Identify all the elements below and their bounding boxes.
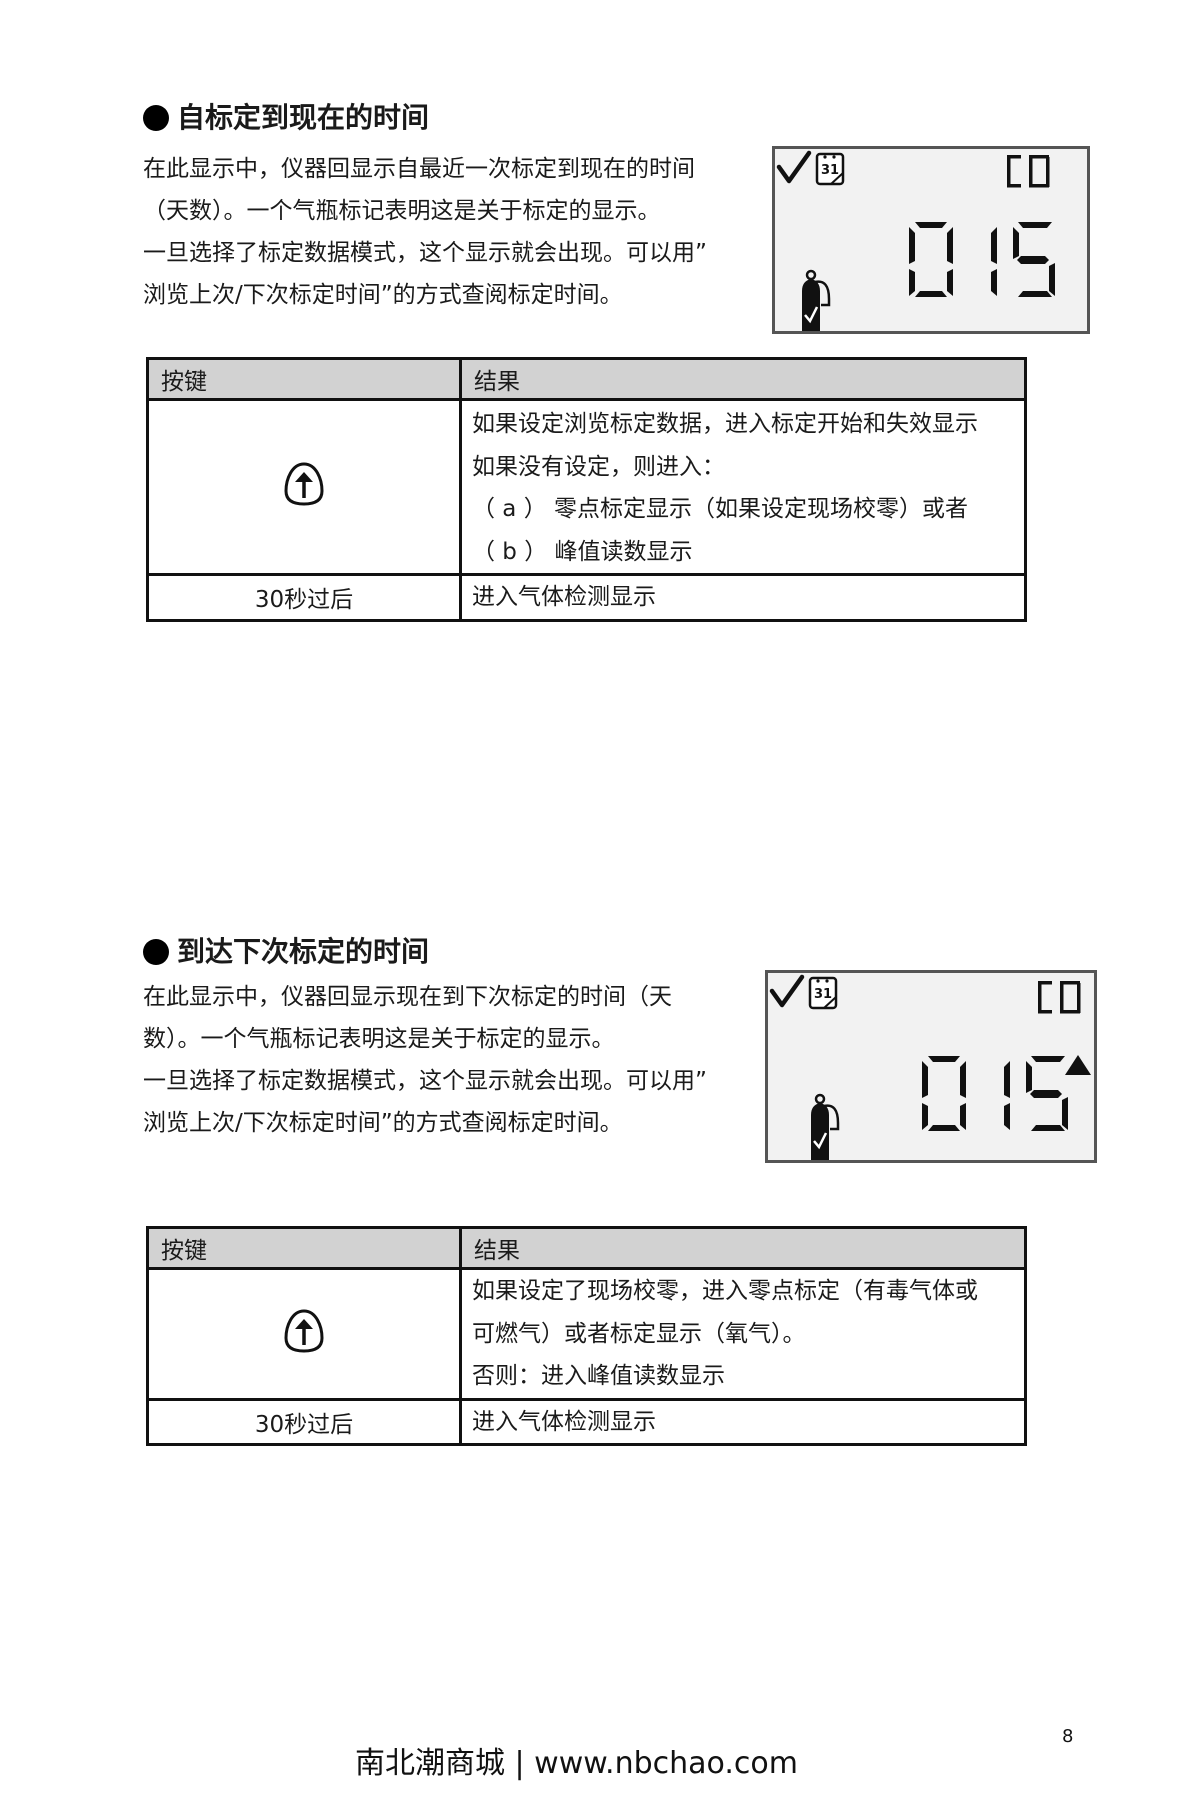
result-line: 进入气体检测显示 [472, 584, 656, 610]
result-line: 如果没有设定，则进入： [472, 453, 725, 480]
result-line: 否则：进入峰值读数显示 [472, 1363, 725, 1389]
up-arrow-key-icon [284, 462, 324, 506]
lcd-value-digits [909, 222, 1055, 297]
result-line: （ b ） 峰值读数显示 [472, 538, 693, 565]
up-arrow-key-cell [146, 1267, 462, 1401]
result-line: 可燃气）或者标定显示（氧气）。 [472, 1320, 806, 1347]
section2-body: 在此显示中，仪器回显示现在到下次标定的时间（天 数）。一个气瓶标记表明这是关于标… [143, 976, 707, 1144]
gas-label-co [1007, 155, 1050, 188]
section2-heading: 到达下次标定的时间 [143, 935, 429, 969]
section2-key-table: 按键 结果 如果设定了现场校零，进入零点标定（有毒气体或 可燃气）或者标定显示（… [146, 1226, 1027, 1446]
section1-body: 在此显示中，仪器回显示自最近一次标定到现在的时间 （天数）。一个气瓶标记表明这是… [143, 148, 707, 316]
section1-body-line: 一旦选择了标定数据模式，这个显示就会出现。可以用” [143, 240, 707, 266]
table-header-row: 按键 结果 [146, 357, 1027, 401]
lcd-graphics: 31 [776, 150, 1055, 331]
section1-body-line: （天数）。一个气瓶标记表明这是关于标定的显示。 [143, 198, 661, 224]
result-cell: 进入气体检测显示 [459, 1397, 1027, 1446]
table-header-row: 按键 结果 [146, 1226, 1027, 1270]
bullet-icon [143, 939, 169, 965]
gas-cylinder-check-icon [811, 1093, 840, 1160]
section1-body-line: 在此显示中，仪器回显示自最近一次标定到现在的时间 [143, 156, 695, 182]
up-arrow-key-icon [284, 1309, 324, 1353]
section2-heading-text: 到达下次标定的时间 [177, 935, 430, 968]
table-row: 30秒过后 进入气体检测显示 [146, 1397, 1027, 1446]
section1-heading: 自标定到现在的时间 [143, 101, 429, 135]
section1-key-table: 按键 结果 如果设定浏览标定数据，进入标定开始和失效显示 如果没有设定，则进入：… [146, 357, 1027, 622]
key-cell-timeout: 30秒过后 [146, 573, 462, 622]
result-cell: 进入气体检测显示 [459, 573, 1027, 622]
calendar-31-icon: 31 [808, 976, 838, 1010]
bullet-icon [143, 105, 169, 131]
svg-text:31: 31 [814, 987, 832, 1002]
section2-body-line: 一旦选择了标定数据模式，这个显示就会出现。可以用” [143, 1068, 707, 1094]
lcd-graphics: 31 [769, 974, 1091, 1160]
result-line: 进入气体检测显示 [472, 1408, 656, 1435]
table-header-key: 按键 [146, 357, 462, 401]
up-arrow-key-cell [146, 398, 462, 576]
result-cell: 如果设定了现场校零，进入零点标定（有毒气体或 可燃气）或者标定显示（氧气）。 否… [459, 1267, 1027, 1401]
result-line: 如果设定浏览标定数据，进入标定开始和失效显示 [472, 411, 978, 437]
calendar-31-icon: 31 [815, 152, 845, 186]
table-header-result: 结果 [459, 357, 1027, 401]
result-line: 如果设定了现场校零，进入零点标定（有毒气体或 [472, 1278, 978, 1304]
footer-watermark: 南北潮商城 | www.nbchao.com [355, 1746, 798, 1781]
gas-cylinder-check-icon [802, 269, 831, 331]
section1-heading-text: 自标定到现在的时间 [177, 101, 430, 134]
result-cell: 如果设定浏览标定数据，进入标定开始和失效显示 如果没有设定，则进入： （ a ）… [459, 398, 1027, 576]
checkmark-icon [776, 150, 812, 184]
checkmark-icon [769, 974, 805, 1008]
table-header-key: 按键 [146, 1226, 462, 1270]
page-number: 8 [1062, 1726, 1074, 1747]
table-row: 如果设定了现场校零，进入零点标定（有毒气体或 可燃气）或者标定显示（氧气）。 否… [146, 1267, 1027, 1401]
section2-body-line: 数）。一个气瓶标记表明这是关于标定的显示。 [143, 1026, 615, 1052]
table-row: 30秒过后 进入气体检测显示 [146, 573, 1027, 622]
svg-text:31: 31 [821, 163, 839, 178]
lcd-display-until-calibration: 31 [765, 970, 1097, 1163]
table-header-result: 结果 [459, 1226, 1027, 1270]
section2-body-line: 浏览上次/下次标定时间”的方式查阅标定时间。 [143, 1110, 623, 1136]
result-line: （ a ） 零点标定显示（如果设定现场校零）或者 [472, 496, 969, 522]
gas-label-co [1038, 981, 1081, 1014]
key-cell-timeout: 30秒过后 [146, 1397, 462, 1446]
lcd-value-digits [922, 1056, 1068, 1131]
lcd-display-since-calibration: 31 [772, 146, 1090, 334]
triangle-up-icon [1065, 1055, 1091, 1075]
section2-body-line: 在此显示中，仪器回显示现在到下次标定的时间（天 [143, 984, 672, 1010]
table-row: 如果设定浏览标定数据，进入标定开始和失效显示 如果没有设定，则进入： （ a ）… [146, 398, 1027, 576]
section1-body-line: 浏览上次/下次标定时间”的方式查阅标定时间。 [143, 282, 623, 308]
